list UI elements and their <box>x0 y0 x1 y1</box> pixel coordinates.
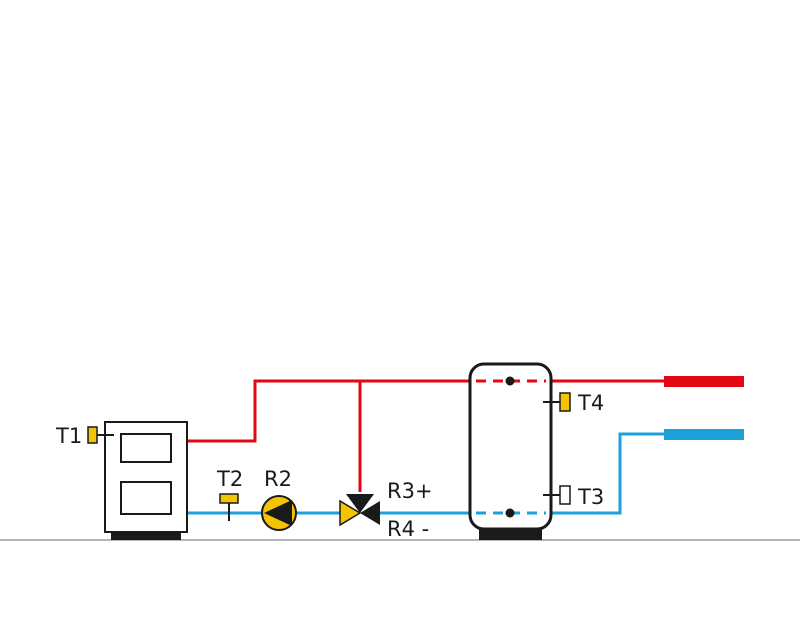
label-t1: T1 <box>55 424 82 448</box>
boiler-icon <box>104 421 188 540</box>
label-r2: R2 <box>264 467 292 491</box>
storage-tank-icon <box>468 362 553 540</box>
hot-outlet-pipe <box>664 376 744 387</box>
temperature-sensor-icon <box>543 485 571 505</box>
label-t4: T4 <box>577 391 604 415</box>
label-t3: T3 <box>577 485 604 509</box>
temperature-sensor-icon <box>219 493 239 521</box>
three-way-valve-icon <box>339 494 380 527</box>
temperature-sensor-icon <box>543 392 571 412</box>
pump-icon <box>261 495 297 531</box>
label-t2: T2 <box>216 467 243 491</box>
label-r3: R3+ <box>387 479 433 503</box>
temperature-sensor-icon <box>87 426 114 444</box>
label-r4: R4 - <box>387 517 429 541</box>
cold-inlet-pipe <box>664 429 744 440</box>
